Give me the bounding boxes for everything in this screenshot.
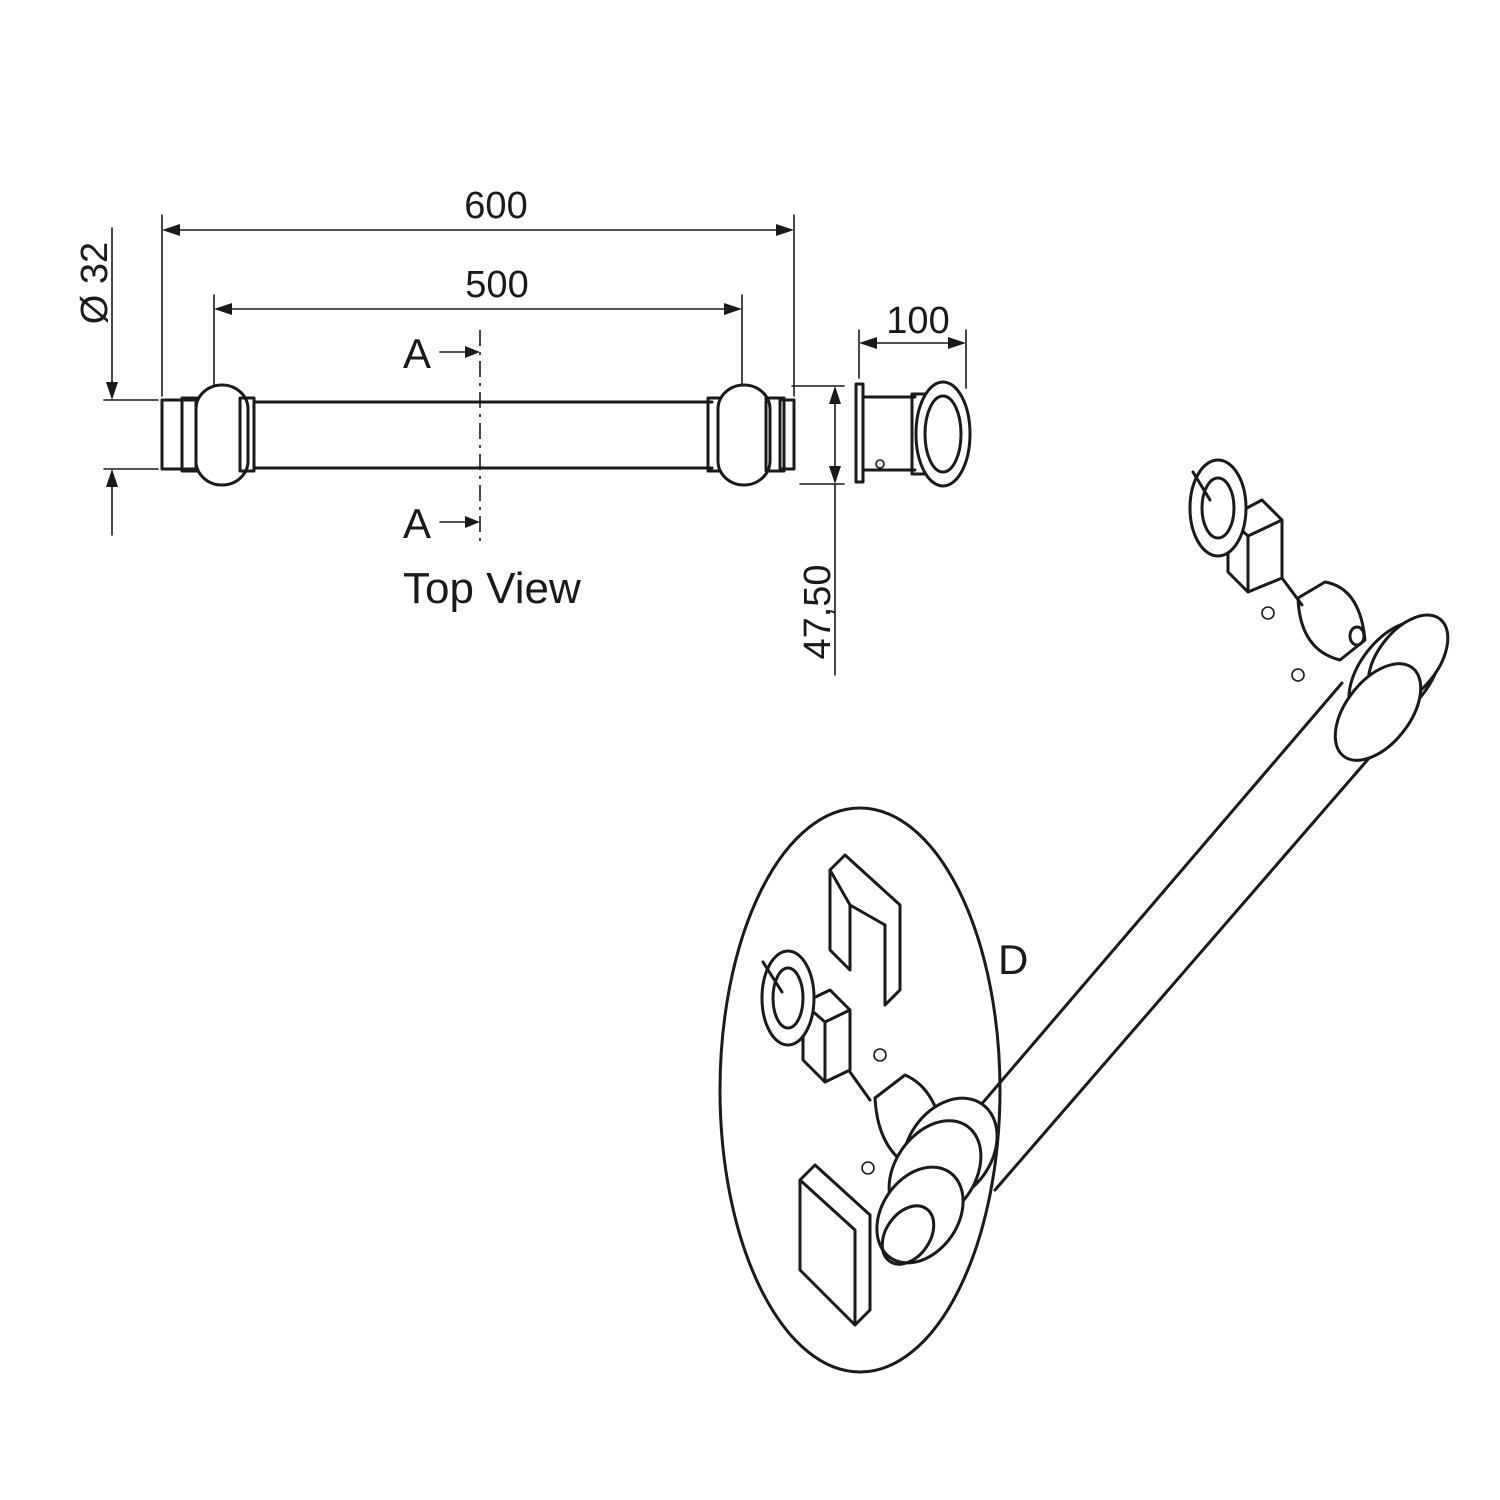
iso-upper-fitting (1188, 458, 1450, 762)
grab-bar-tube (252, 400, 714, 470)
dimension-100 (858, 329, 967, 389)
top-view: A A Top View 600 500 (74, 185, 972, 676)
view-title: Top View (403, 564, 581, 613)
iso-tube (966, 681, 1372, 1192)
dimension-600 (161, 214, 795, 397)
dimension-500 (213, 294, 743, 386)
dim-tube-diameter: Ø 32 (74, 242, 116, 324)
dim-overall-length: 600 (464, 185, 527, 227)
right-end-fitting (706, 383, 796, 487)
left-end-fitting (160, 383, 256, 487)
detail-d (718, 806, 1002, 1374)
dim-bracket-spacing: 500 (465, 264, 528, 306)
isometric-view: D (718, 458, 1450, 1374)
section-line-a (439, 330, 481, 545)
dimension-47-50 (791, 385, 845, 676)
dim-side-projection: 100 (886, 300, 949, 342)
dimension-diameter (103, 227, 159, 536)
dim-wall-offset: 47,50 (797, 564, 839, 659)
section-label-top: A (403, 330, 431, 377)
section-label-bottom: A (403, 500, 431, 547)
iso-lower-fitting (760, 949, 999, 1266)
side-view-bracket (854, 380, 972, 488)
detail-label: D (998, 936, 1028, 983)
